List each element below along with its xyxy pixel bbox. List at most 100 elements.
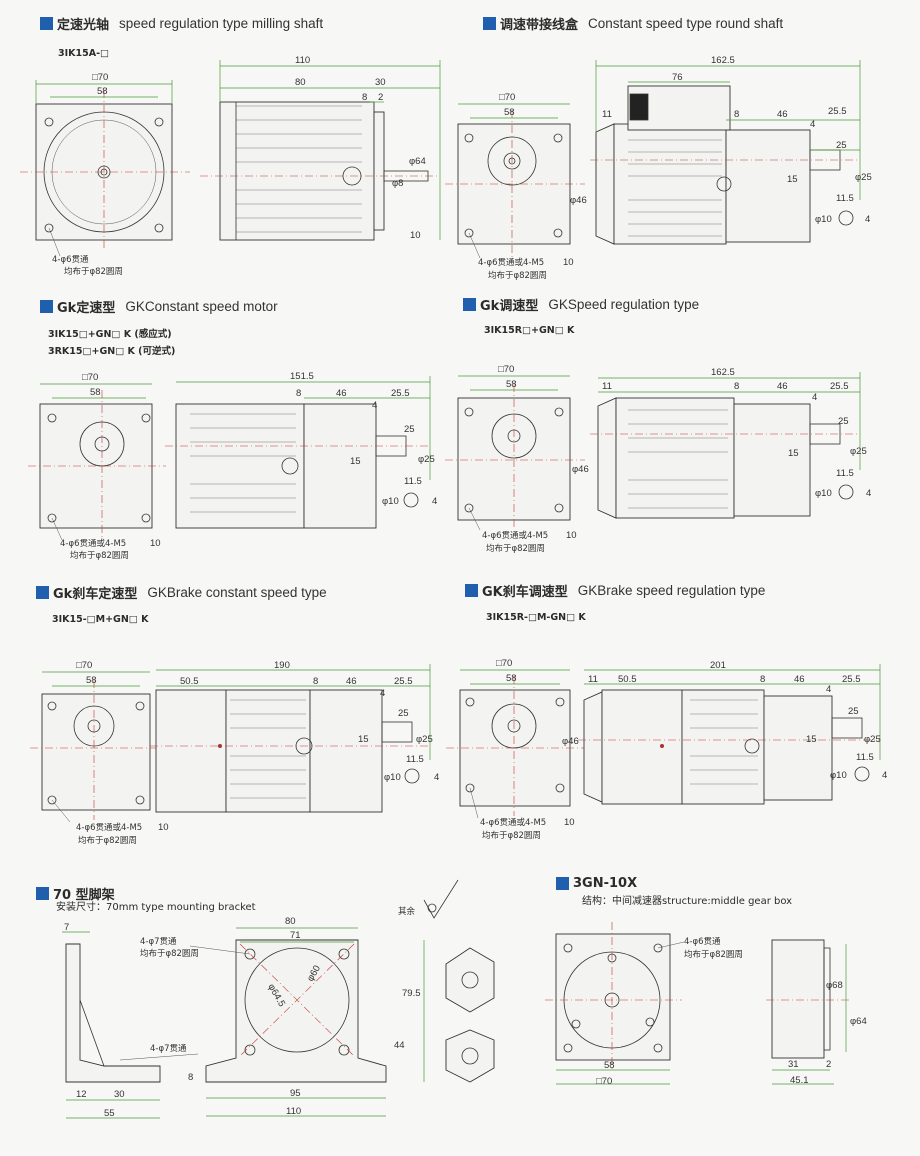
dim-label: 10	[566, 530, 577, 541]
dim-label: φ25	[416, 734, 433, 745]
dim-label: 110	[295, 55, 310, 66]
dim-label: 11	[602, 109, 612, 120]
gearbox-front-view: 58 □70 4-φ6贯通 均布于φ82圆周	[545, 922, 743, 1087]
section-en-title: GKBrake speed regulation type	[577, 583, 766, 598]
dim-label: 11.5	[406, 754, 424, 765]
hole-note: 4-φ6贯通	[52, 254, 89, 265]
section-title-4: Gk调速型 GKSpeed regulation type	[463, 295, 699, 314]
dim-label: 46	[777, 381, 788, 392]
hole-note: 4-φ6贯通或4-M5	[60, 538, 126, 549]
hole-note: 均布于φ82圆周	[140, 948, 199, 959]
dim-label: 15	[787, 174, 798, 185]
dim-label: 11.5	[836, 193, 854, 204]
section-en-title: 结构：中间减速器structure:middle gear box	[582, 896, 793, 907]
dim-label: 80	[295, 77, 306, 88]
dim-label: φ8	[392, 178, 403, 189]
dim-label: 10	[410, 230, 421, 241]
section-zh-title: 3GN-10X	[573, 876, 638, 891]
dim-label: 8	[188, 1072, 193, 1083]
dim-label: 58	[504, 107, 515, 118]
dim-label: 31	[788, 1059, 799, 1070]
dim-label: 4	[865, 214, 870, 225]
dim-label: 46	[794, 674, 805, 685]
model-number: 3IK15-□M+GN□ K	[52, 614, 149, 625]
dim-label: 30	[375, 77, 386, 88]
section-en-title: speed regulation type milling shaft	[119, 16, 324, 31]
dim-label: φ10	[815, 488, 832, 499]
dim-label: 12	[76, 1089, 87, 1100]
dim-label: 11.5	[836, 468, 854, 479]
section-title-6: GK刹车调速型 GKBrake speed regulation type	[465, 581, 765, 600]
bullet-square-icon	[40, 300, 53, 313]
dim-label: φ25	[418, 454, 435, 465]
side-view-2: 162.5 76 11 8 46 25.5 4 25 15 φ25 φ46 11…	[570, 55, 872, 245]
section-zh-title: 70 型脚架	[53, 888, 115, 903]
dim-label: 4	[434, 772, 439, 783]
dim-label: 15	[350, 456, 361, 467]
dim-label: 8	[760, 674, 765, 685]
gearbox-side-view: φ68 φ64 31 2 45.1	[766, 939, 867, 1086]
section-zh-title: 定速光轴	[57, 18, 110, 33]
dim-label: 7	[64, 922, 69, 933]
side-view-5: 190 50.5 8 46 25.5 4 25 15 φ25 11.5 φ10 …	[150, 660, 439, 813]
hole-note: 4-φ6贯通或4-M5	[76, 822, 142, 833]
section-zh-title: Gk刹车定速型	[53, 587, 138, 602]
section-en-title: GKConstant speed motor	[125, 299, 278, 314]
dim-label: 58	[604, 1060, 615, 1071]
bracket-side-view: 7 12 30 55 4-φ7贯通	[62, 922, 199, 1119]
hole-note: 均布于φ82圆周	[482, 830, 541, 841]
bullet-square-icon	[465, 584, 478, 597]
section-title-3: Gk定速型 GKConstant speed motor	[40, 297, 278, 316]
bracket-front-view: 80 71 φ64.5 φ60 79.5 44 8 95 110 4-φ7贯通 …	[140, 879, 459, 1117]
dim-label: 58	[506, 379, 517, 390]
dim-label: 11.5	[856, 752, 874, 763]
dim-label: 25.5	[391, 388, 410, 399]
dim-label: □70	[596, 1076, 612, 1087]
dim-label: 8	[313, 676, 318, 687]
dim-label: 46	[346, 676, 357, 687]
dim-label: 15	[358, 734, 369, 745]
dim-label: φ10	[815, 214, 832, 225]
dim-label: 11.5	[404, 476, 422, 487]
dim-label: 55	[104, 1108, 115, 1119]
side-view-6: 201 11 50.5 8 46 25.5 4 25 15 φ25 φ46 11…	[562, 660, 887, 805]
dim-label: 15	[788, 448, 799, 459]
dim-label: 25.5	[842, 674, 861, 685]
dim-label: 151.5	[290, 371, 314, 382]
dim-label: 2	[378, 92, 383, 103]
dim-label: 10	[150, 538, 161, 549]
dim-label: 25.5	[828, 106, 847, 117]
section-zh-title: Gk调速型	[480, 299, 539, 314]
dim-label: 4	[826, 684, 831, 695]
dim-label: 4	[812, 392, 817, 403]
hole-note: 均布于φ82圆周	[486, 543, 545, 554]
dim-label: 25	[398, 708, 409, 719]
dim-label: 25.5	[394, 676, 413, 687]
bullet-square-icon	[556, 877, 569, 890]
bullet-square-icon	[463, 298, 476, 311]
dim-label: 162.5	[711, 367, 735, 378]
dim-label: 25	[836, 140, 847, 151]
dim-label: 10	[563, 257, 574, 268]
dim-label: φ46	[562, 736, 579, 747]
dim-label: 10	[158, 822, 169, 833]
section-zh-title: Gk定速型	[57, 301, 116, 316]
dim-label: 11	[588, 674, 598, 685]
dim-label: 11	[602, 381, 612, 392]
dim-label: 50.5	[180, 676, 199, 687]
dim-label: φ64	[850, 1016, 867, 1027]
hole-note: 4-φ6贯通	[684, 936, 721, 947]
dim-label: 71	[290, 930, 301, 941]
hole-note: 4-φ7贯通	[140, 936, 177, 947]
section-en-title: GKSpeed regulation type	[548, 297, 700, 312]
dim-label: □70	[92, 72, 108, 83]
dim-label: 4	[866, 488, 871, 499]
bullet-square-icon	[36, 887, 49, 900]
hole-note: 4-φ7贯通	[150, 1043, 187, 1054]
front-view-5: □70 58 4-φ6贯通或4-M5 10 均布于φ82圆周	[30, 660, 169, 846]
section-title-1: 定速光轴 speed regulation type milling shaft	[40, 14, 323, 33]
dim-label: 58	[506, 673, 517, 684]
side-view-3: 151.5 8 46 25.5 4 25 15 φ25 11.5 φ10 4	[165, 371, 437, 529]
